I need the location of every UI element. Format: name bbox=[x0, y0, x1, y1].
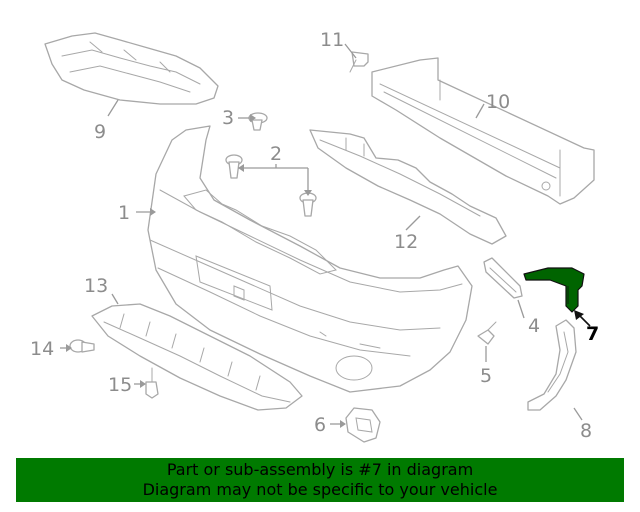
callout-11: 11 bbox=[320, 29, 344, 51]
info-banner: Part or sub-assembly is #7 in diagram Di… bbox=[16, 458, 624, 502]
callout-9: 9 bbox=[94, 121, 106, 143]
callout-6: 6 bbox=[314, 414, 326, 436]
callout-12: 12 bbox=[394, 231, 418, 253]
callout-labels: 11 10 9 3 2 1 12 13 4 7 14 5 15 6 8 bbox=[30, 29, 599, 442]
part-12-energy-absorber bbox=[309, 129, 507, 245]
part-6-fog-lamp-bezel bbox=[345, 407, 381, 443]
leader-lines bbox=[60, 43, 591, 428]
callout-7: 7 bbox=[586, 323, 599, 345]
callout-2: 2 bbox=[270, 143, 282, 165]
callout-15: 15 bbox=[108, 374, 132, 396]
callout-5: 5 bbox=[480, 365, 492, 387]
part-8-side-bracket bbox=[527, 319, 577, 411]
callout-14: 14 bbox=[30, 338, 54, 360]
banner-line-1: Part or sub-assembly is #7 in diagram bbox=[166, 460, 474, 479]
part-7-bracket-highlighted bbox=[523, 267, 585, 313]
part-10-reinforcement-beam bbox=[371, 57, 595, 205]
part-9-air-deflector bbox=[44, 32, 219, 105]
part-15-bolt bbox=[145, 367, 159, 399]
part-5-bolt bbox=[477, 321, 497, 345]
callout-1: 1 bbox=[118, 202, 130, 224]
callout-8: 8 bbox=[580, 420, 592, 442]
part-13-lower-valance bbox=[91, 303, 303, 411]
part-1-bumper-cover bbox=[147, 125, 473, 393]
part-2-retainers bbox=[225, 154, 317, 217]
part-14-clip bbox=[69, 339, 95, 353]
banner-line-2: Diagram may not be specific to your vehi… bbox=[142, 480, 498, 499]
part-4-bracket bbox=[483, 257, 523, 299]
callout-13: 13 bbox=[84, 275, 108, 297]
callout-4: 4 bbox=[528, 315, 540, 337]
callout-3: 3 bbox=[222, 107, 234, 129]
part-11-bolt bbox=[349, 51, 369, 73]
parts-diagram: 11 10 9 3 2 1 12 13 4 7 14 5 15 6 8 bbox=[30, 29, 599, 443]
callout-10: 10 bbox=[486, 91, 510, 113]
